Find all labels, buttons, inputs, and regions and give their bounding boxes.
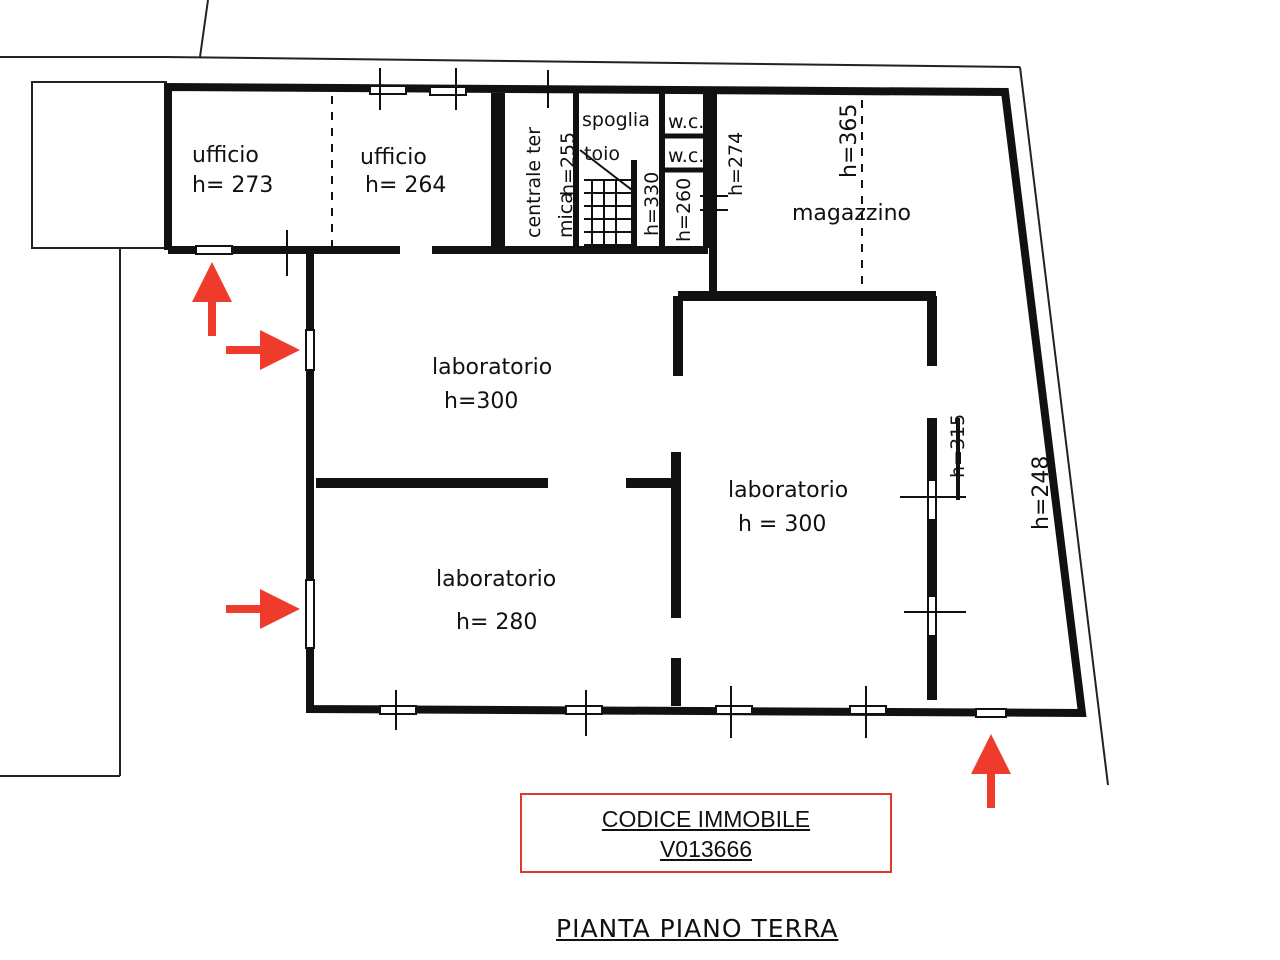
room-labels: ufficio h= 273 ufficio h= 264 centrale t…: [192, 104, 1054, 635]
room-name-spogliatoio-2: toio: [584, 143, 620, 165]
room-name-magazzino: magazzino: [792, 201, 911, 226]
room-name-laboratorio-1: laboratorio: [432, 355, 552, 380]
room-name-ufficio-2: ufficio: [360, 145, 427, 170]
room-name-ufficio-1: ufficio: [192, 143, 259, 168]
plan-title: PIANTA PIANO TERRA: [556, 914, 839, 943]
room-name-centrale-termica-2: mica: [555, 192, 577, 238]
room-height-right-2: h=248: [1029, 456, 1054, 530]
room-height-ufficio-1: h= 273: [192, 173, 273, 198]
room-height-laboratorio-3: h= 280: [456, 610, 537, 635]
entrance-arrows: [192, 262, 1011, 808]
arrow-up-icon: [192, 262, 232, 336]
room-height-wc: h=260: [673, 178, 695, 242]
room-height-ufficio-2: h= 264: [365, 173, 446, 198]
room-name-laboratorio-3: laboratorio: [436, 567, 556, 592]
room-height-right-1: h=315: [947, 414, 969, 478]
room-name-wc-1: w.c.: [668, 111, 704, 133]
room-name-spogliatoio-1: spoglia: [582, 109, 650, 131]
room-name-centrale-termica-1: centrale ter: [523, 127, 545, 238]
room-height-stairs: h=330: [641, 172, 663, 236]
windows: [195, 68, 1007, 738]
property-code-box: CODICE IMMOBILE V013666: [520, 793, 892, 873]
arrow-up-icon: [971, 734, 1011, 808]
room-name-wc-2: w.c.: [668, 145, 704, 167]
room-height-laboratorio-1: h=300: [444, 389, 518, 414]
room-height-magazzino: h=365: [837, 104, 862, 178]
room-height-laboratorio-2: h = 300: [738, 512, 826, 537]
room-name-laboratorio-2: laboratorio: [728, 478, 848, 503]
property-code-value: V013666: [659, 836, 753, 862]
room-height-corridor: h=274: [725, 132, 747, 196]
property-code-label: CODICE IMMOBILE: [601, 806, 811, 832]
arrow-right-icon: [226, 589, 300, 629]
room-height-centrale-termica: h=255: [557, 132, 579, 196]
stairs: [579, 149, 633, 248]
arrow-right-icon: [226, 330, 300, 370]
